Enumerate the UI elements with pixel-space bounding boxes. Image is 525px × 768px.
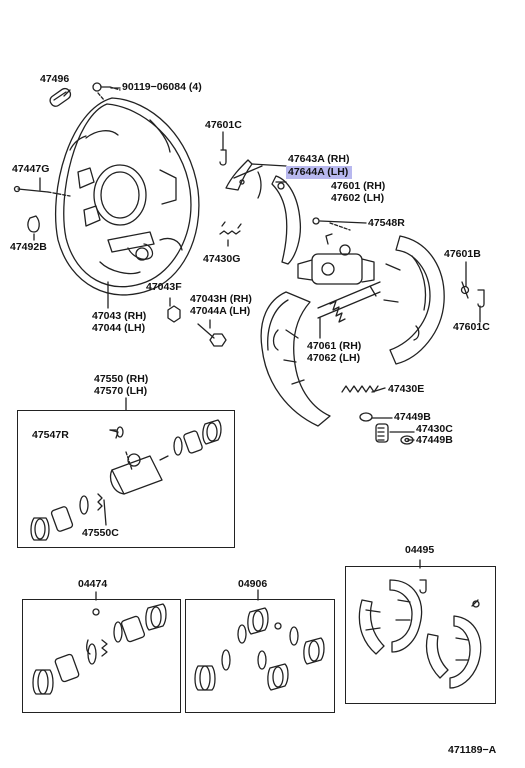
label-47601c-top: 47601C	[205, 119, 242, 131]
part-47492b-clip	[27, 215, 40, 233]
box-kit-04495	[345, 566, 496, 704]
part-47496-plug	[49, 87, 72, 107]
label-47601c-right: 47601C	[453, 321, 490, 333]
label-47447g: 47447G	[12, 163, 50, 175]
part-47043h-bolt	[197, 323, 227, 347]
label-47644a-highlighted: 47644A (LH)	[286, 166, 353, 179]
label-47548r: 47548R	[368, 217, 405, 229]
label-47496: 47496	[40, 73, 70, 85]
part-47548r-screw	[312, 217, 351, 231]
label-47430g: 47430G	[203, 253, 241, 265]
part-47447g-pin	[13, 185, 71, 197]
label-kit-04906: 04906	[238, 578, 268, 590]
part-90119-bolt	[92, 82, 121, 101]
part-47061-adjuster	[317, 281, 381, 323]
part-47601b-pin	[460, 281, 470, 299]
label-47061: 47061 (RH)	[307, 340, 362, 352]
label-47430c: 47430C	[416, 423, 453, 435]
label-47492b: 47492B	[10, 241, 47, 253]
label-90119: 90119−06084 (4)	[122, 81, 202, 93]
label-47044a: 47044A (LH)	[190, 305, 251, 317]
part-47430c-spring	[375, 423, 389, 443]
label-47043: 47043 (RH)	[92, 310, 147, 322]
label-47547r: 47547R	[32, 429, 69, 441]
part-47430g-spring	[219, 221, 242, 235]
label-47430e: 47430E	[388, 383, 425, 395]
label-47062: 47062 (LH)	[307, 352, 361, 364]
label-47570: 47570 (LH)	[94, 385, 148, 397]
kit-04474-cylinder	[32, 603, 167, 695]
box-kit-04906	[185, 599, 335, 713]
label-47449b-top: 47449B	[394, 411, 431, 423]
label-47601b: 47601B	[444, 248, 481, 260]
part-47449b-washer-top	[359, 412, 373, 422]
label-47602: 47602 (LH)	[331, 192, 385, 204]
part-47601c-clip-right	[477, 289, 485, 308]
label-kit-04474: 04474	[78, 578, 108, 590]
part-47601-lever	[257, 171, 302, 265]
brake-shoe-right	[383, 235, 445, 365]
brake-shoe-left	[260, 291, 331, 427]
figure-id: 471189−A	[448, 744, 497, 756]
wheel-cylinder-upper	[297, 233, 375, 285]
label-47044: 47044 (LH)	[92, 322, 146, 334]
label-47601: 47601 (RH)	[331, 180, 386, 192]
part-47601c-clip-top	[219, 149, 227, 166]
label-kit-04495: 04495	[405, 544, 435, 556]
kit-04495-shoes	[358, 579, 482, 689]
label-47449b-bottom: 47449B	[416, 434, 453, 446]
kit-04906-cups	[194, 607, 325, 691]
label-47043f: 47043F	[146, 281, 182, 293]
wheel-cylinder-exploded	[30, 419, 222, 541]
box-wheel-cylinder	[17, 410, 235, 548]
label-47643a: 47643A (RH)	[288, 153, 350, 165]
backing-plate-drawing	[54, 97, 200, 296]
box-kit-04474	[22, 599, 181, 713]
part-47430e-spring	[341, 385, 379, 393]
label-47550c: 47550C	[82, 527, 119, 539]
label-47550: 47550 (RH)	[94, 373, 149, 385]
leader-lines	[33, 87, 481, 601]
label-47043h: 47043H (RH)	[190, 293, 252, 305]
part-47043f-nut	[167, 305, 181, 323]
